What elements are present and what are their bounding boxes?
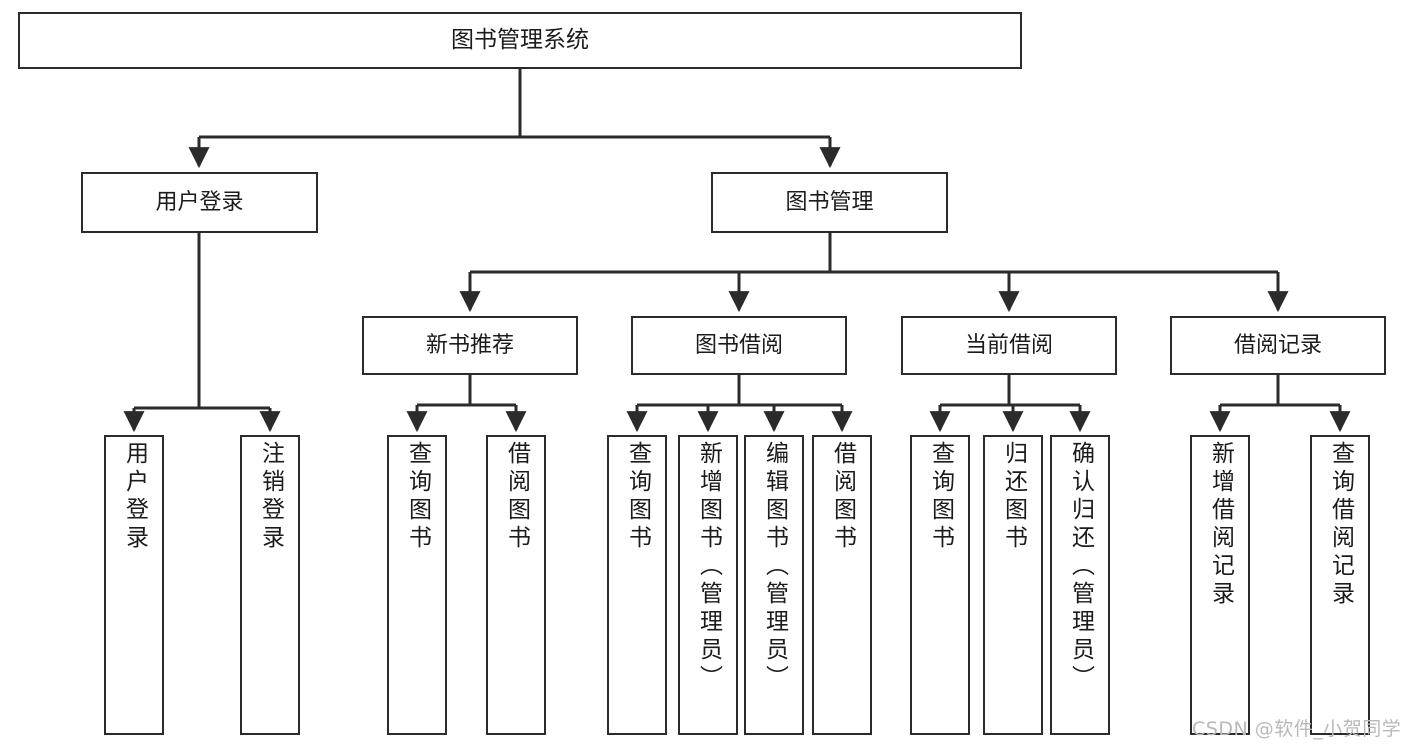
node-book-borrowing[interactable]: 图书借阅 xyxy=(631,316,847,375)
node-leaf-add-borrow-record[interactable]: 新增借阅记录 xyxy=(1190,435,1250,735)
node-leaf-user-login[interactable]: 用户登录 xyxy=(104,435,164,735)
node-leaf-query-book-borrowing[interactable]: 查询图书 xyxy=(607,435,667,735)
csdn-watermark: CSDN @软件_小贺同学 xyxy=(1192,718,1402,740)
node-new-book-recommendation[interactable]: 新书推荐 xyxy=(362,316,578,375)
node-label: 新书推荐 xyxy=(425,332,514,358)
node-label: 借阅记录 xyxy=(1233,332,1322,358)
node-label: 查询图书 xyxy=(624,441,651,553)
node-leaf-query-book-current[interactable]: 查询图书 xyxy=(910,435,970,735)
node-label: 借阅图书 xyxy=(503,441,530,553)
node-leaf-add-book-admin[interactable]: 新增图书（管理员） xyxy=(678,435,738,735)
node-label: 新增借阅记录 xyxy=(1207,441,1234,609)
node-leaf-borrow-book-recommendation[interactable]: 借阅图书 xyxy=(486,435,546,735)
node-label: 用户登录 xyxy=(155,189,244,215)
node-label: 归还图书 xyxy=(1000,441,1027,553)
node-leaf-confirm-return-admin[interactable]: 确认归还（管理员） xyxy=(1050,435,1110,735)
node-label: 查询图书 xyxy=(927,441,954,553)
node-leaf-query-borrow-record[interactable]: 查询借阅记录 xyxy=(1310,435,1370,735)
node-label: 当前借阅 xyxy=(964,332,1053,358)
node-leaf-query-book-recommendation[interactable]: 查询图书 xyxy=(387,435,447,735)
node-label: 借阅图书 xyxy=(829,441,856,553)
node-label: 查询借阅记录 xyxy=(1327,441,1354,609)
node-label: 注销登录 xyxy=(257,441,284,553)
node-label: 编辑图书（管理员） xyxy=(761,441,788,693)
node-book-management[interactable]: 图书管理 xyxy=(711,172,948,233)
node-user-login[interactable]: 用户登录 xyxy=(81,172,318,233)
node-label: 图书管理系统 xyxy=(451,27,589,54)
node-root-book-management-system[interactable]: 图书管理系统 xyxy=(18,12,1022,69)
node-leaf-borrow-book-borrowing[interactable]: 借阅图书 xyxy=(812,435,872,735)
node-leaf-return-book[interactable]: 归还图书 xyxy=(983,435,1043,735)
node-label: 查询图书 xyxy=(404,441,431,553)
node-label: 确认归还（管理员） xyxy=(1067,441,1094,693)
node-borrowing-record[interactable]: 借阅记录 xyxy=(1170,316,1386,375)
node-label: 图书管理 xyxy=(785,189,874,215)
node-label: 新增图书（管理员） xyxy=(695,441,722,693)
node-label: 图书借阅 xyxy=(694,332,783,358)
node-label: 用户登录 xyxy=(121,441,148,553)
node-current-borrowing[interactable]: 当前借阅 xyxy=(901,316,1117,375)
node-leaf-edit-book-admin[interactable]: 编辑图书（管理员） xyxy=(744,435,804,735)
node-leaf-logout[interactable]: 注销登录 xyxy=(240,435,300,735)
